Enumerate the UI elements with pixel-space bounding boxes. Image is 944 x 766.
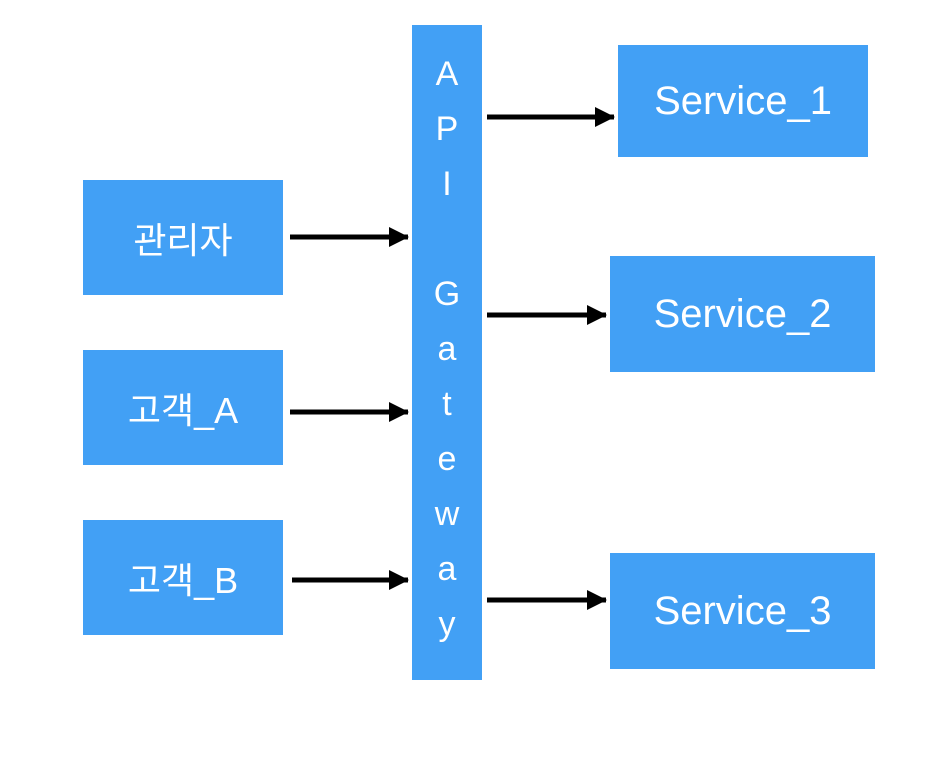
node-service-1: Service_1	[618, 45, 868, 157]
node-customer-b: 고객_B	[83, 520, 283, 635]
node-service-2: Service_2	[610, 256, 875, 372]
node-customer-a: 고객_A	[83, 350, 283, 465]
node-admin: 관리자	[83, 180, 283, 295]
node-api-gateway: A P I G a t e w a y	[412, 25, 482, 680]
node-service-3: Service_3	[610, 553, 875, 669]
